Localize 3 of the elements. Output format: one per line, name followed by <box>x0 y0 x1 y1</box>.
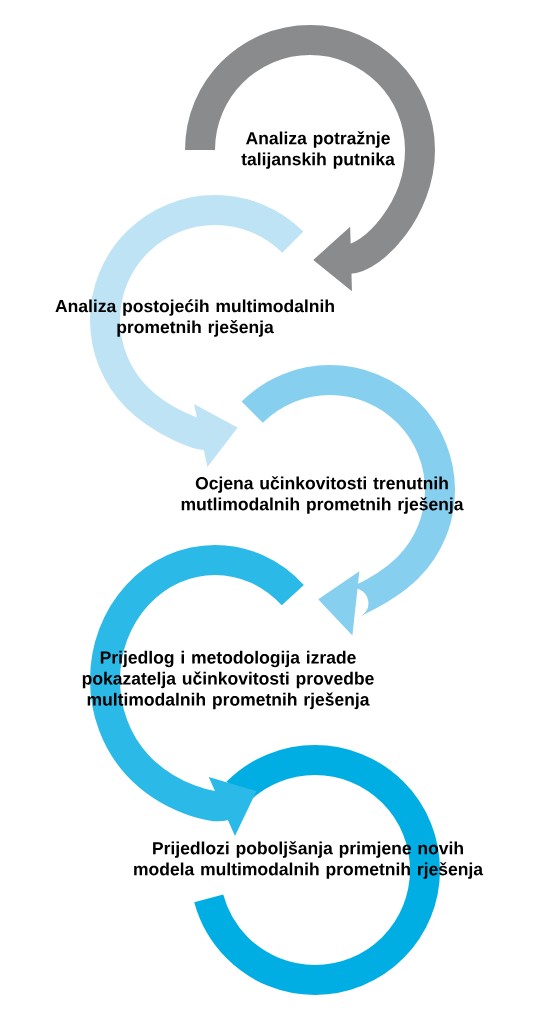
step-label: Analiza potražnje talijanskih putnika <box>241 131 395 169</box>
step-label: Analiza postojećih multimodalnih prometnih rješenja <box>55 299 334 337</box>
step-label: Ocjena učinkovitosti trenutnih mutlimodalnih prometnih rješenja <box>181 476 464 514</box>
